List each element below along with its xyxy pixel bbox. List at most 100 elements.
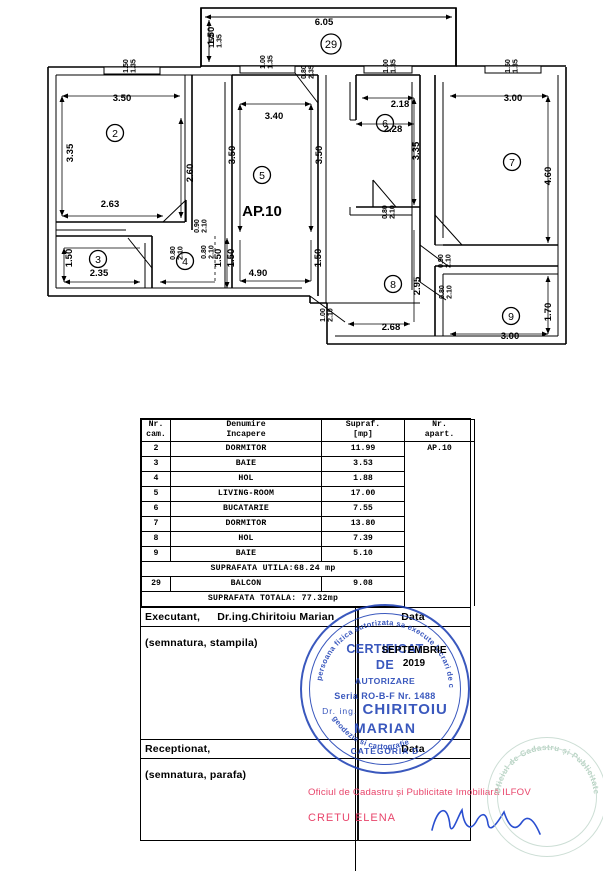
semnatura-stampila-right[interactable] bbox=[356, 627, 470, 739]
cell-denumire: BAIE bbox=[170, 545, 322, 562]
opening-label-part: 1.50 bbox=[123, 59, 130, 73]
dimension-label: 1.70 bbox=[543, 303, 554, 322]
dimension-label: 3.50 bbox=[113, 93, 132, 104]
cell-nr-cam: 7 bbox=[141, 515, 171, 532]
executant-label-wrap: Executant, Dr.ing.Chiritoiu Marian bbox=[141, 608, 355, 626]
opening-label-part: 1.35 bbox=[217, 34, 224, 48]
executant-right: Data bbox=[356, 608, 470, 626]
room-number-2: 2 bbox=[112, 128, 118, 140]
cell-apartament: AP.10 bbox=[404, 440, 475, 606]
cell-denumire: BAIE bbox=[170, 455, 322, 472]
header-nr-cam-line2: cam. bbox=[146, 430, 166, 440]
semnatura-stampila-left[interactable]: (semnatura, stampila) bbox=[141, 626, 356, 739]
opening-label-part: 2.10 bbox=[178, 246, 185, 260]
room-schedule-table: Nr. cam. Denumire Incapere Supraf. [mp] … bbox=[140, 418, 475, 871]
dimension-label: 1.50 bbox=[226, 249, 237, 268]
date-month: SEPTEMBRIE bbox=[381, 645, 447, 656]
opening-label-part: 1.50 bbox=[505, 59, 512, 73]
room-marker-7 bbox=[502, 152, 522, 172]
header-apartament: Nr. apart. bbox=[404, 419, 475, 441]
receptionat-row: Receptionat, Data bbox=[141, 738, 470, 758]
dimension-label: 2.28 bbox=[384, 124, 403, 135]
dimension-label: 2.60 bbox=[185, 164, 196, 183]
table-header-row: Nr. cam. Denumire Incapere Supraf. [mp] … bbox=[141, 419, 475, 442]
cell-nr-cam: 6 bbox=[141, 500, 171, 517]
executant-left: Executant, Dr.ing.Chiritoiu Marian bbox=[141, 607, 356, 626]
header-apartament-line1: Nr. bbox=[432, 420, 447, 429]
cell-suprafata: 5.10 bbox=[321, 545, 405, 562]
cell-nr-cam: 4 bbox=[141, 470, 171, 487]
room-number-5: 5 bbox=[259, 170, 265, 182]
cell-suprafata: 3.53 bbox=[321, 455, 405, 472]
cell-nr-cam: 2 bbox=[141, 440, 171, 457]
opening-label-part: 0.80 bbox=[439, 285, 446, 299]
header-suprafata: Supraf. [mp] bbox=[321, 419, 405, 442]
opening-label-part: 1.35 bbox=[513, 59, 520, 73]
opening-label-part: 1.35 bbox=[268, 55, 275, 69]
dimension-label: 2.68 bbox=[382, 322, 401, 333]
opening-label-part: 1.00 bbox=[320, 308, 327, 322]
cell-nr-cam: 3 bbox=[141, 455, 171, 472]
cell-denumire: BALCON bbox=[170, 575, 322, 592]
date-value: SEPTEMBRIE 2019 bbox=[368, 645, 460, 670]
opening-label-part: 1.35 bbox=[391, 59, 398, 73]
opening-label-part: 2.10 bbox=[209, 245, 216, 259]
header-denumire: Denumire Incapere bbox=[170, 419, 322, 442]
officer-name: CRETU ELENA bbox=[308, 812, 397, 824]
dimension-label: 3.50 bbox=[227, 146, 238, 165]
semnatura-parafa-left[interactable]: (semnatura, parafa) bbox=[141, 758, 356, 871]
opening-label-part: 0.90 bbox=[194, 219, 201, 233]
dimension-label: 2.18 bbox=[391, 99, 410, 110]
cell-nr-cam: 5 bbox=[141, 485, 171, 502]
office-stamp-text: Oficiul de Cadastru și Publicitate Imobi… bbox=[308, 787, 531, 798]
room-marker-8 bbox=[383, 274, 403, 294]
semnatura-stampila-label: (semnatura, stampila) bbox=[145, 636, 258, 649]
cell-suprafata: 7.39 bbox=[321, 530, 405, 547]
opening-label-part: 0.80 bbox=[301, 65, 308, 79]
opening-label-part: 1.00 bbox=[260, 55, 267, 69]
dimension-label: 3.35 bbox=[411, 141, 422, 160]
room-marker-2 bbox=[105, 123, 125, 143]
dimension-label: 1.50 bbox=[313, 249, 324, 268]
room-marker-3 bbox=[88, 249, 108, 269]
semnatura-parafa-row: (semnatura, parafa) bbox=[141, 757, 470, 871]
opening-label-part: 0.80 bbox=[201, 245, 208, 259]
room-marker-9 bbox=[501, 306, 521, 326]
dimension-label: 2.95 bbox=[412, 276, 423, 295]
cell-suprafata: 13.80 bbox=[321, 515, 405, 532]
semnatura-parafa-label: (semnatura, parafa) bbox=[145, 768, 247, 781]
executant-name: Dr.ing.Chiritoiu Marian bbox=[217, 610, 335, 623]
header-suprafata-line1: Supraf. bbox=[345, 420, 381, 429]
opening-label-part: 2.10 bbox=[447, 285, 454, 299]
cell-denumire: DORMITOR bbox=[170, 440, 322, 457]
dimension-label: 3.40 bbox=[265, 111, 284, 122]
cell-suprafata-totala: SUPRAFATA TOTALA: 77.32mp bbox=[141, 590, 405, 607]
dimension-label: 2.63 bbox=[101, 199, 120, 210]
header-apartament-line2: apart. bbox=[424, 430, 455, 440]
room-number-29: 29 bbox=[325, 39, 337, 51]
room-number-9: 9 bbox=[508, 311, 514, 323]
cell-denumire: DORMITOR bbox=[170, 515, 322, 532]
data-label-1: Data bbox=[401, 610, 425, 623]
dimension-label: 1.50 bbox=[206, 27, 217, 46]
room-marker-4 bbox=[175, 251, 195, 271]
opening-label-part: 2.10 bbox=[446, 254, 453, 268]
ocpi-watermark-ring: Oficiul de Cadastru și Publicitate Imobi… bbox=[488, 738, 601, 798]
cell-nr-cam: 8 bbox=[141, 530, 171, 547]
receptionat-right: Data bbox=[356, 740, 470, 758]
